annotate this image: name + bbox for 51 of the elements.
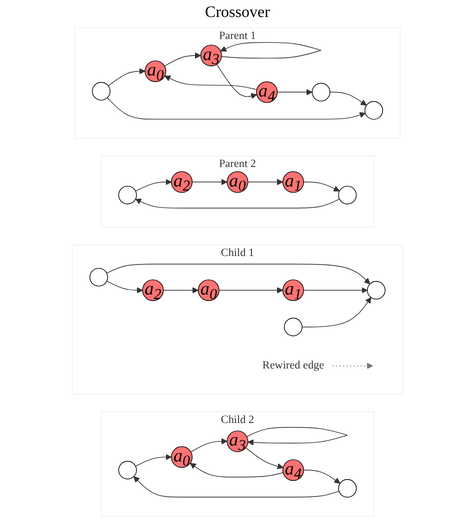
- arrow: [192, 178, 228, 186]
- node-circle: [118, 460, 137, 480]
- node-text: Rewired edge: [262, 360, 324, 372]
- arrow: [218, 287, 284, 294]
- arrow: [135, 198, 340, 208]
- arrow: [135, 178, 172, 192]
- node-circle: a$_{3}$: [226, 430, 248, 452]
- node-circle: a$_{2}$: [171, 171, 193, 193]
- arrow: [248, 178, 284, 186]
- arrow: [303, 470, 340, 484]
- arrow: [246, 427, 348, 446]
- arrow: [302, 297, 372, 328]
- arrow: [106, 264, 370, 284]
- node-circle: [366, 281, 386, 300]
- arrow: [163, 287, 199, 294]
- arrow: [106, 280, 143, 294]
- arrow: [190, 462, 284, 478]
- arrow: [164, 52, 202, 66]
- node-circle: a$_{0}$: [198, 279, 220, 301]
- node-circle: a$_{3}$: [200, 44, 222, 66]
- arrow: [134, 476, 340, 498]
- arrow: [135, 454, 172, 467]
- arrow: [107, 97, 366, 120]
- node-circle: a$_{1}$: [282, 279, 304, 301]
- node-circle: [118, 186, 137, 204]
- arrow: [276, 89, 312, 96]
- node-circle: [338, 186, 357, 204]
- node-circle: [92, 82, 110, 100]
- node-circle: a$_{0}$: [144, 60, 166, 82]
- node-circle: [284, 318, 302, 336]
- node-circle: [364, 101, 384, 120]
- arrow: [164, 76, 258, 90]
- arrow: [332, 362, 374, 369]
- node-circle: a$_{2}$: [142, 279, 164, 301]
- node-circle: a$_{0}$: [226, 171, 248, 193]
- arrow: [108, 68, 146, 86]
- diagram-title: Crossover: [204, 4, 271, 22]
- arrow: [303, 182, 340, 192]
- arrow: [190, 438, 228, 452]
- arrow: [216, 64, 258, 100]
- arrow: [245, 447, 284, 470]
- node-circle: a$_{4}$: [256, 81, 278, 103]
- node-circle: [338, 479, 357, 498]
- arrow: [303, 287, 368, 294]
- node-circle: a$_{0}$: [171, 446, 193, 468]
- node-circle: [312, 82, 330, 102]
- node-circle: a$_{1}$: [282, 171, 304, 193]
- node-circle: a$_{4}$: [282, 459, 304, 481]
- arrow: [330, 92, 367, 106]
- node-circle: [90, 268, 108, 286]
- arrow: [220, 42, 322, 59]
